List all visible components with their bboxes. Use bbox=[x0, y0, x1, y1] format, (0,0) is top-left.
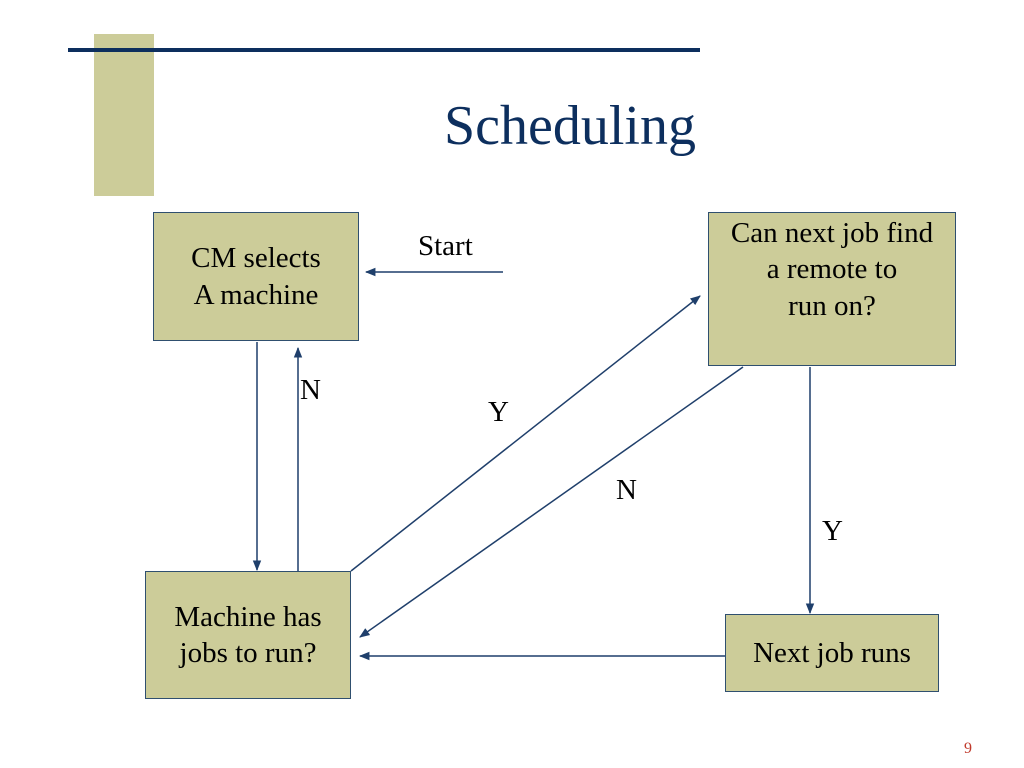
label-y-diagonal: Y bbox=[488, 396, 509, 428]
label-n-diagonal: N bbox=[616, 474, 637, 506]
node-machine-has-jobs: Machine has jobs to run? bbox=[145, 571, 351, 699]
node-machine-has-jobs-label: Machine has jobs to run? bbox=[174, 600, 322, 669]
node-can-find-remote: Can next job find a remote to run on? bbox=[708, 212, 956, 366]
label-y-right: Y bbox=[822, 515, 843, 547]
label-start: Start bbox=[418, 230, 473, 262]
node-cm-selects-machine: CM selects A machine bbox=[153, 212, 359, 341]
page-number: 9 bbox=[964, 740, 972, 757]
accent-block bbox=[94, 34, 154, 196]
node-can-find-remote-label: Can next job find a remote to run on? bbox=[730, 217, 934, 322]
node-next-job-runs-label: Next job runs bbox=[753, 636, 911, 669]
node-cm-selects-label: CM selects A machine bbox=[191, 242, 321, 311]
arrow-remote-to-machine-n bbox=[359, 366, 744, 638]
title-rule bbox=[68, 48, 700, 52]
slide-title: Scheduling bbox=[444, 95, 696, 157]
node-next-job-runs: Next job runs bbox=[725, 614, 939, 692]
arrow-machine-to-remote-y bbox=[350, 295, 701, 572]
label-n-left: N bbox=[300, 374, 321, 406]
